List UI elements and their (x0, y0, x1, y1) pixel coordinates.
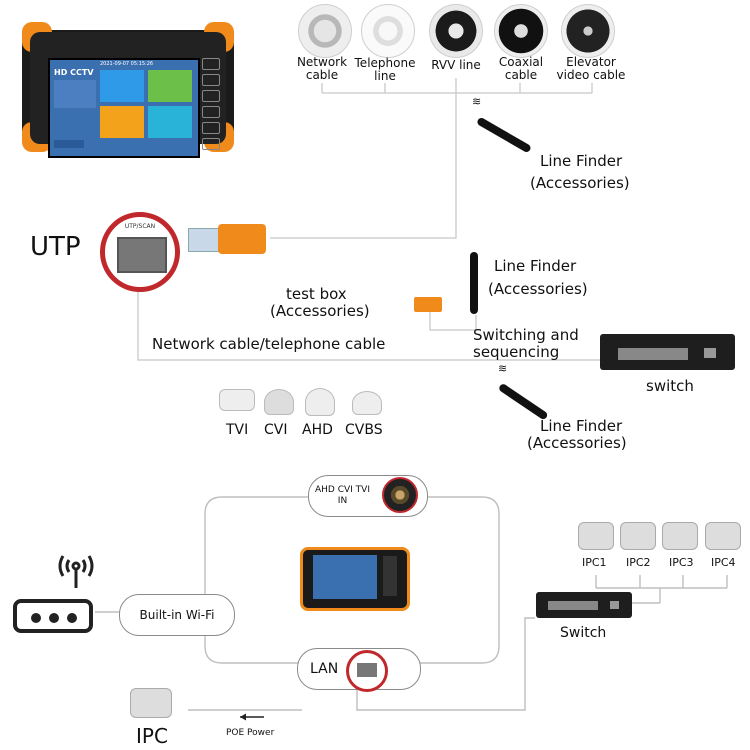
accessories-label-testbox: (Accessories) (270, 302, 370, 320)
lan-label: LAN (310, 661, 339, 677)
hd-cctv-title: HD CCTV (54, 68, 94, 77)
cvi-camera-icon (264, 389, 294, 415)
switch2-label: Switch (560, 625, 607, 641)
camera-type-ahd: AHD (302, 422, 333, 438)
coaxial-cable-icon (494, 4, 548, 58)
ipc1-label: IPC1 (582, 556, 607, 569)
poe-power-label: POE Power (226, 728, 275, 738)
utp-port-label: UTP/SCAN (124, 223, 156, 230)
tester-device-small (300, 547, 410, 611)
camera-type-tvi: TVI (226, 422, 249, 438)
device-date: 2021-09-07 05:15:26 (100, 61, 154, 67)
accessories-label-1: (Accessories) (530, 174, 630, 192)
bnc-adapter-icon (218, 224, 266, 254)
accessories-label-2: (Accessories) (488, 280, 588, 298)
tvi-camera-icon (219, 389, 255, 411)
test-box-label: test box (286, 285, 347, 303)
cable-label-rvv: RVV line (431, 58, 481, 72)
ahd-camera-icon (305, 388, 335, 416)
ipc3-label: IPC3 (669, 556, 694, 569)
rvv-line-icon (429, 4, 483, 58)
rj45-connector-icon (188, 228, 222, 252)
line-finder-label-3: Line Finder (540, 417, 623, 435)
bnc-port-icon (382, 477, 418, 513)
line-finder-label-2: Line Finder (494, 257, 577, 275)
rj45-port-icon (117, 237, 167, 273)
ipc1-camera-icon (578, 522, 614, 550)
accessories-label-3: (Accessories) (527, 434, 627, 452)
lan-port-icon (346, 650, 388, 692)
camera-type-cvi: CVI (264, 422, 288, 438)
wifi-signal-icon-router (55, 548, 97, 590)
coax-input-label: AHD CVI TVI IN (315, 485, 370, 506)
cable-label-network: Network cable (296, 55, 348, 82)
ipc-label: IPC (136, 724, 168, 748)
line-finder-probe-2 (470, 252, 478, 314)
switch-label: switch (646, 377, 694, 395)
switching-sequencing-label: Switching and sequencing (473, 326, 579, 361)
ipc-camera-icon (130, 688, 172, 718)
tester-device: HD CCTV 2021-09-07 05:15:26 (22, 22, 234, 158)
telephone-line-icon (361, 4, 415, 58)
network-telephone-cable-label: Network cable/telephone cable (152, 335, 386, 353)
line-finder-label-1: Line Finder (540, 152, 623, 170)
cvbs-camera-icon (352, 391, 382, 415)
network-cable-icon (298, 4, 352, 58)
ipc4-label: IPC4 (711, 556, 736, 569)
utp-label: UTP (30, 232, 81, 262)
built-in-wifi-pill: Built-in Wi-Fi (119, 594, 235, 636)
ipc2-camera-icon (620, 522, 656, 550)
built-in-wifi-label: Built-in Wi-Fi (139, 608, 215, 622)
router-icon (13, 599, 93, 633)
camera-type-cvbs: CVBS (345, 422, 383, 438)
cable-label-elevator: Elevator video cable (556, 55, 626, 82)
ipc3-camera-icon (662, 522, 698, 550)
tester-screen: HD CCTV 2021-09-07 05:15:26 (48, 58, 200, 158)
test-box-icon (414, 297, 442, 312)
network-switch-icon-2 (536, 592, 632, 618)
ipc2-label: IPC2 (626, 556, 651, 569)
cable-label-coaxial: Coaxial cable (498, 55, 544, 82)
wifi-signal-icon: ≋ (472, 95, 482, 108)
device-side-buttons (202, 58, 220, 154)
ipc4-camera-icon (705, 522, 741, 550)
cable-label-telephone: Telephone line (354, 56, 416, 83)
wifi-signal-icon-2: ≋ (498, 362, 508, 375)
elevator-video-cable-icon (561, 4, 615, 58)
utp-port-circle: UTP/SCAN (100, 212, 180, 292)
network-switch-icon (600, 334, 735, 370)
